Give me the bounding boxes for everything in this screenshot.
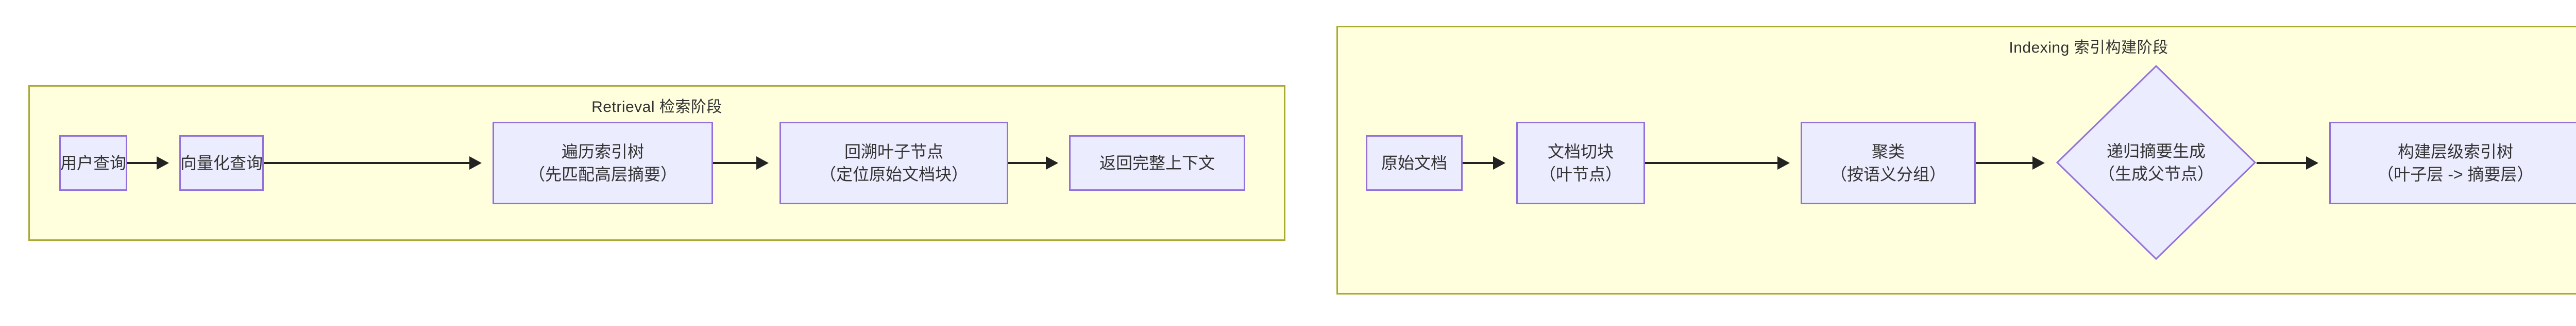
node-return-full-context[interactable]: 返回完整上下文 — [1069, 135, 1245, 191]
node-clustering[interactable]: 聚类 （按语义分组） — [1801, 122, 1976, 204]
node-label-line1: 用户查询 — [60, 153, 127, 172]
node-label-line1: 原始文档 — [1381, 153, 1447, 172]
subgraph-retrieval-title: Retrieval 检索阶段 — [591, 99, 722, 116]
node-label-line1: 遍历索引树 — [561, 142, 644, 161]
node-label-line1: 向量化查询 — [180, 153, 263, 172]
node-label-line2: （按语义分组） — [1830, 165, 1946, 184]
node-label-line2: （叶节点） — [1539, 165, 1622, 184]
node-traverse-index-tree[interactable]: 遍历索引树 （先匹配高层摘要） — [493, 122, 713, 204]
edge-vectorize-query-to-traverse-index-tree — [264, 162, 480, 164]
node-recursive-summary-generation[interactable]: 递归摘要生成 （生成父节点） — [2056, 64, 2257, 260]
edge-recursive-summary-generation-to-build-hierarchical-index-tree — [2257, 162, 2317, 164]
node-label-line1: 回溯叶子节点 — [844, 142, 943, 161]
node-label-line1: 聚类 — [1871, 142, 1905, 161]
node-user-query[interactable]: 用户查询 — [59, 135, 127, 191]
node-backtrack-leaf-node[interactable]: 回溯叶子节点 （定位原始文档块） — [779, 122, 1008, 204]
node-vectorize-query[interactable]: 向量化查询 — [179, 135, 264, 191]
edge-raw-document-to-document-chunking — [1463, 162, 1504, 164]
diamond-shape-icon — [2056, 64, 2257, 260]
edge-backtrack-leaf-node-to-return-full-context — [1008, 162, 1057, 164]
node-label-line2: （先匹配高层摘要） — [528, 165, 677, 184]
edge-user-query-to-vectorize-query — [127, 162, 167, 164]
node-label-line1: 构建层级索引树 — [2397, 142, 2513, 161]
node-label-line2: （叶子层 -> 摘要层） — [2377, 165, 2534, 184]
edge-document-chunking-to-clustering — [1645, 162, 1788, 164]
edge-traverse-index-tree-to-backtrack-leaf-node — [713, 162, 767, 164]
node-label-line1: 返回完整上下文 — [1099, 153, 1215, 172]
node-build-hierarchical-index-tree[interactable]: 构建层级索引树 （叶子层 -> 摘要层） — [2329, 122, 2576, 204]
node-label-line2: （定位原始文档块） — [819, 165, 968, 184]
node-raw-document[interactable]: 原始文档 — [1366, 135, 1463, 191]
node-label-line1: 文档切块 — [1547, 142, 1614, 161]
node-document-chunking[interactable]: 文档切块 （叶节点） — [1516, 122, 1645, 204]
edge-clustering-to-recursive-summary-generation — [1976, 162, 2043, 164]
subgraph-indexing-title: Indexing 索引构建阶段 — [2009, 39, 2168, 56]
